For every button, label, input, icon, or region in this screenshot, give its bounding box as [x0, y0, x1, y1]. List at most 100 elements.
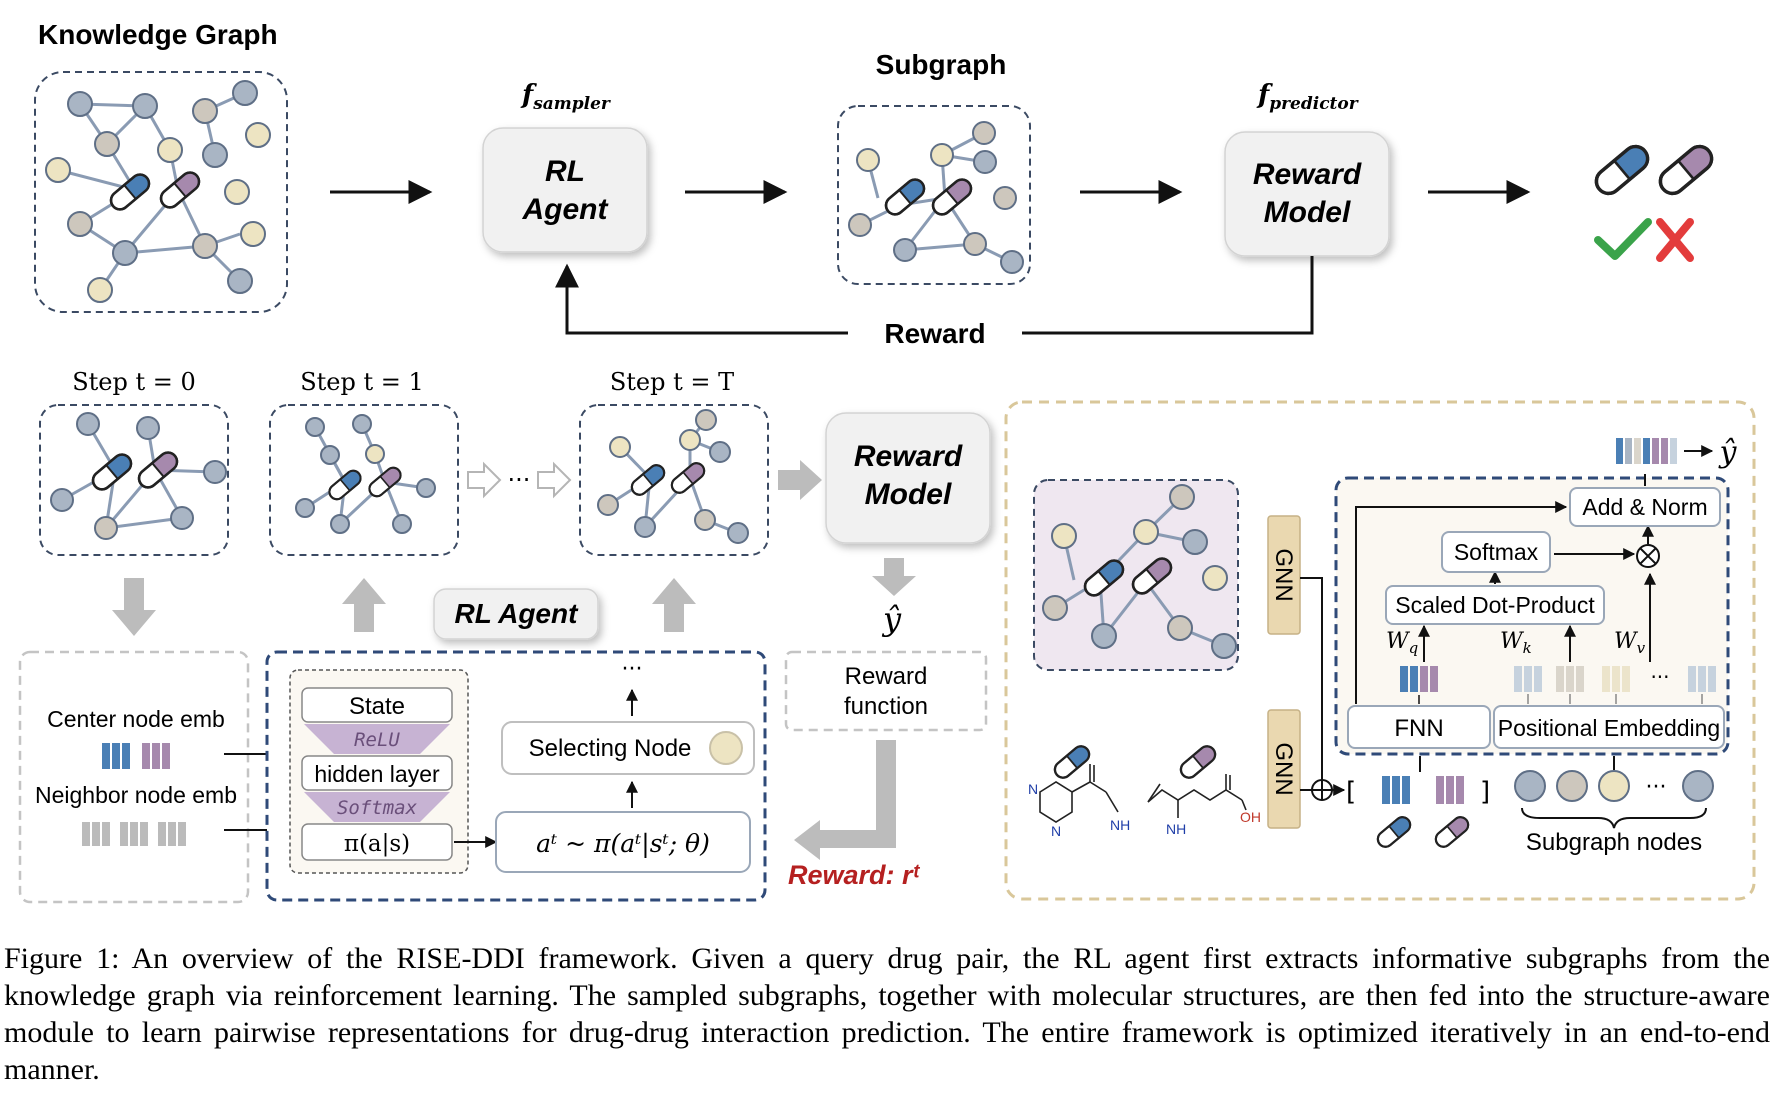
f-predictor-label: fpredictor	[1256, 80, 1359, 114]
hidden-layer-box	[301, 755, 453, 791]
selecting-node-label: Selecting Node	[529, 735, 692, 762]
softmax-agent-label: Softmax	[337, 797, 418, 819]
policy-label: π(a|s)	[344, 831, 410, 857]
rl-agent-label-1: RL	[545, 155, 585, 188]
scaled-dot-product-label: Scaled Dot-Product	[1395, 592, 1595, 618]
output-drug-pair	[1589, 139, 1719, 201]
gnn-bottom-label: GNN	[1270, 742, 1297, 795]
module-subgraph	[1033, 479, 1239, 671]
step-ellipsis: ···	[508, 466, 531, 494]
embedding-input-box	[18, 650, 250, 904]
molecule-1: N N NH	[1028, 741, 1130, 839]
knowledge-graph-box	[34, 71, 288, 313]
add-norm-box	[1569, 487, 1721, 527]
nh2-label-1: NH	[1110, 817, 1130, 833]
wv-label: Wv	[1614, 629, 1646, 657]
yhat-output: ŷ	[1718, 435, 1738, 470]
reward-function-box	[784, 650, 988, 732]
agent-ellipsis: ···	[622, 657, 643, 682]
reward-rt-label: Reward: rᵗ	[788, 860, 921, 890]
reward-model-box-mid	[825, 412, 991, 544]
n-atom-2: N	[1051, 823, 1061, 839]
rl-agent-tag-label: RL Agent	[455, 598, 580, 629]
hidden-layer-label: hidden layer	[314, 761, 440, 787]
arrow-up-step1	[342, 578, 386, 632]
softmax-trapezoid	[304, 792, 450, 822]
rl-agent-tag	[433, 588, 599, 640]
subgraph-nodes-label: Subgraph nodes	[1526, 829, 1702, 856]
subgraph-nodes-brace	[1521, 807, 1707, 829]
arrow-step0-down	[112, 578, 156, 636]
multiply-op-icon	[1636, 544, 1660, 568]
step-T-label: Step t = T	[610, 368, 734, 396]
fnn-label: FNN	[1394, 715, 1443, 742]
wk-label: Wk	[1500, 629, 1532, 657]
reward-function-label-1: Reward	[845, 663, 928, 690]
subgraph-node-row	[1514, 770, 1714, 802]
step-0-label: Step t = 0	[72, 368, 196, 396]
cross-icon	[1656, 218, 1694, 262]
reward-feedback-label: Reward	[884, 318, 985, 349]
center-emb-vector	[102, 743, 170, 769]
output-vector	[1616, 438, 1677, 464]
nh2-label-2: NH	[1166, 821, 1186, 837]
state-box	[301, 687, 453, 723]
bracket-open: [	[1346, 777, 1356, 807]
reward-function-label-2: function	[844, 693, 928, 720]
molecule-2: NH OH	[1147, 741, 1261, 837]
query-vector	[1400, 666, 1438, 692]
positional-embedding-box	[1493, 705, 1725, 749]
gnn-top-label: GNN	[1270, 548, 1297, 601]
relu-trapezoid	[304, 724, 450, 754]
kg-title: Knowledge Graph	[38, 19, 278, 50]
rl-agent-label-2: Agent	[522, 193, 610, 226]
gnn-top-box	[1267, 515, 1301, 635]
scaled-dot-product-box	[1385, 585, 1605, 625]
softmax-box	[1441, 531, 1551, 573]
policy-box	[301, 823, 453, 861]
kv-ellipsis: ···	[1650, 665, 1669, 689]
figure-caption: Figure 1: An overview of the RISE-DDI fr…	[4, 942, 1770, 1086]
rl-agent-box	[482, 127, 648, 253]
fnn-box	[1347, 705, 1491, 749]
subgraph-box	[837, 105, 1031, 285]
reward-return-arrow	[794, 740, 896, 860]
key-vectors	[1514, 666, 1716, 692]
neighbor-emb-vector	[82, 822, 186, 846]
step-1-label: Step t = 1	[300, 368, 424, 396]
concat-emb-vector	[1382, 776, 1464, 804]
arrow-to-reward-model	[778, 460, 822, 500]
yhat-mid: ŷ	[881, 600, 902, 638]
oh-label: OH	[1240, 809, 1261, 825]
n-atom-1: N	[1028, 781, 1038, 797]
reward-model-mid-label-2: Model	[865, 478, 952, 511]
concat-op-icon	[1311, 779, 1333, 801]
softmax-label: Softmax	[1454, 539, 1539, 565]
arrow-up-stepT	[652, 578, 696, 632]
step-1-graph	[269, 404, 459, 556]
positional-embedding-label: Positional Embedding	[1498, 715, 1720, 741]
selecting-node-box	[501, 721, 755, 775]
reward-model-box-top	[1224, 131, 1390, 257]
step-progression-arrows	[467, 461, 572, 499]
action-sampling-label: aᵗ ~ π(aᵗ|sᵗ; θ)	[536, 829, 710, 859]
arrow-reward-down	[872, 558, 916, 596]
rise-ddi-figure: Knowledge Graph fsampler	[18, 19, 1756, 904]
reward-model-top-label-1: Reward	[1253, 158, 1362, 191]
check-icon	[1594, 218, 1652, 260]
gnn-bottom-box	[1267, 709, 1301, 829]
add-norm-label: Add & Norm	[1582, 494, 1707, 520]
node-ellipsis: ···	[1646, 775, 1667, 800]
state-label: State	[349, 693, 405, 720]
center-node-emb-label: Center node emb	[47, 706, 225, 732]
selected-node-icon	[709, 731, 743, 765]
step-T-graph	[579, 404, 769, 556]
step-0-graph	[39, 404, 229, 556]
wq-label: Wq	[1386, 629, 1418, 657]
reward-model-mid-label-1: Reward	[854, 440, 963, 473]
action-sampling-box	[495, 811, 751, 873]
neighbor-node-emb-label: Neighbor node emb	[35, 782, 237, 808]
relu-label: ReLU	[354, 729, 400, 751]
f-sampler-label: fsampler	[520, 80, 611, 114]
bracket-close: ]	[1480, 777, 1490, 807]
